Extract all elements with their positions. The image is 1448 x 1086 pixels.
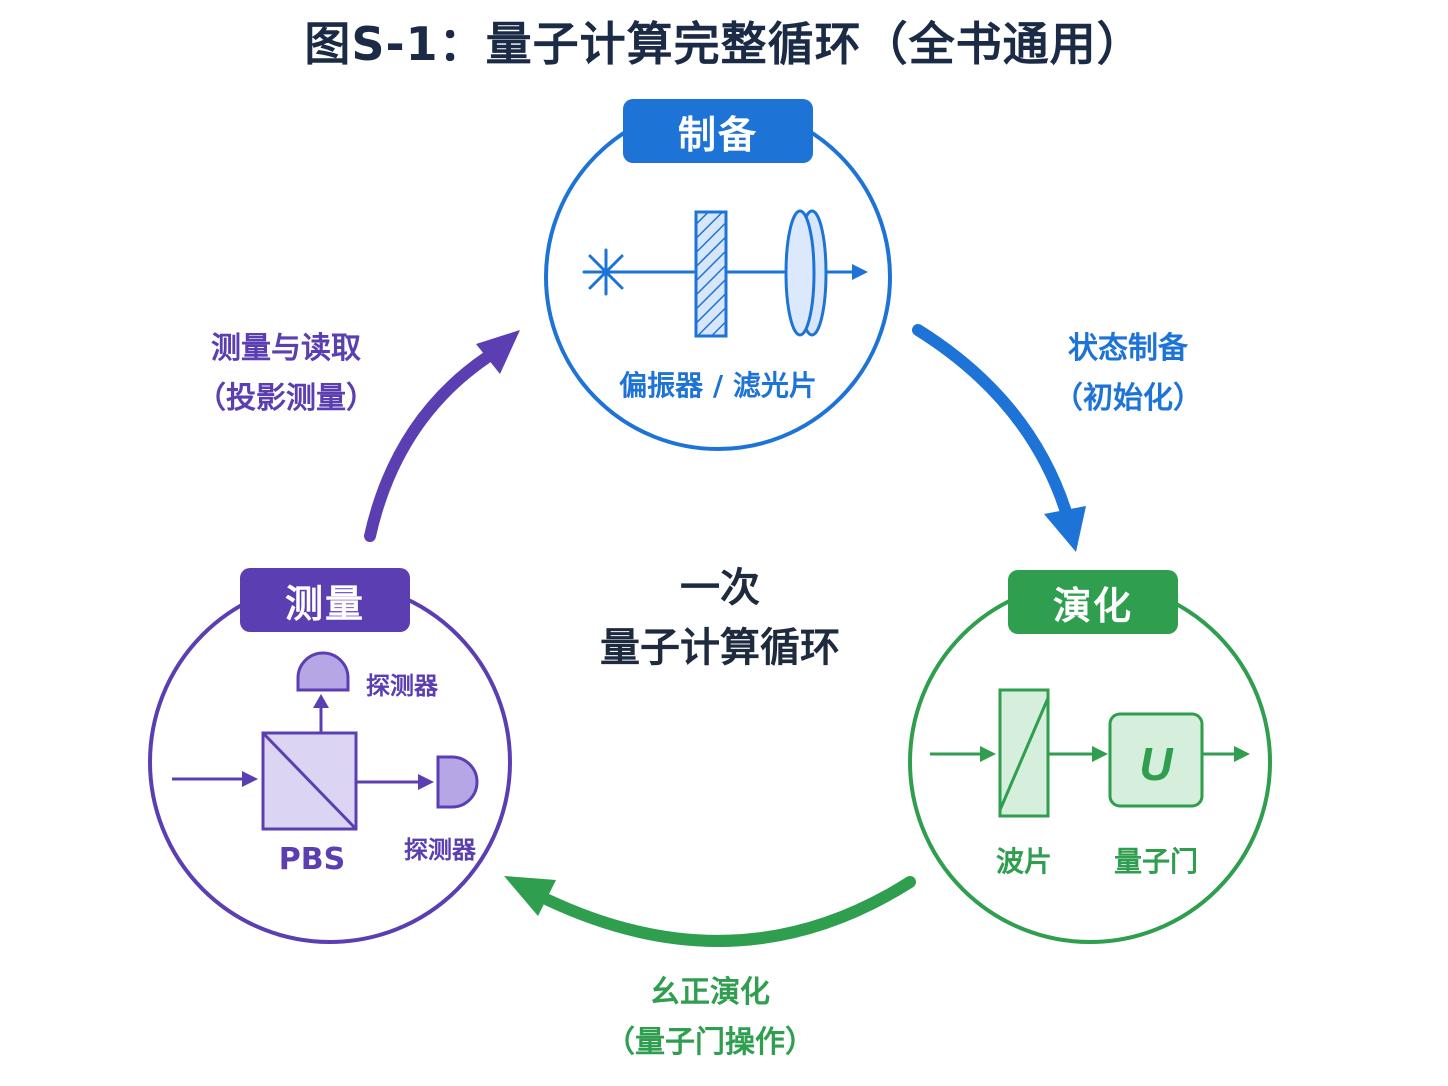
measure-to-prepare-label-line1: 测量与读取 [211,331,361,366]
evolve-beam-out-arrowhead [1234,746,1250,762]
measure-to-prepare-arrow [364,352,492,542]
evolve-to-measure-label-line1: 幺正演化 [650,975,770,1010]
measure-to-prepare-label: 测量与读取 （投影测量） [176,324,396,424]
measure-beam-right-arrowhead [418,774,434,790]
waveplate-icon [998,688,1050,818]
polarizer-icon [694,210,728,338]
center-label-line2: 量子计算循环 [600,625,840,671]
prepare-caption: 偏振器 / 滤光片 [619,369,817,402]
pbs-label: PBS [278,842,346,877]
light-source-icon [582,248,630,296]
measure-badge: 测量 [240,568,410,632]
evolve-to-measure-label-line2: （量子门操作） [605,1025,815,1060]
quantum-gate-label: 量子门 [1113,845,1198,878]
figure-title: 图S-1：量子计算完整循环（全书通用） [304,17,1144,71]
waveplate-label: 波片 [995,845,1052,878]
measure-to-prepare-arrowhead [476,330,520,374]
center-label-line1: 一次 [680,565,760,611]
evolve-to-measure-label: 幺正演化 （量子门操作） [580,968,840,1068]
prepare-badge: 制备 [623,99,813,163]
measure-beam-up-arrowhead [313,694,329,708]
evolve-to-measure-arrowhead [504,876,556,916]
evolve-beam-in-arrowhead [980,746,996,762]
detector-top-label: 探测器 [366,672,438,700]
prepare-to-evolve-arrow [912,324,1072,518]
evolve-circle [908,580,1272,944]
detector-top-icon [296,651,350,692]
prepare-beam-arrowhead [852,264,868,280]
prepare-to-evolve-label-line1: 状态制备 [1068,331,1188,366]
prepare-to-evolve-label-line2: （初始化） [1053,381,1203,416]
quantum-gate-symbol: U [1139,738,1174,790]
detector-right-icon [436,755,479,809]
measure-beam-in-arrowhead [242,771,258,787]
center-label: 一次 量子计算循环 [520,558,920,678]
prepare-to-evolve-label: 状态制备 （初始化） [1028,324,1228,424]
pbs-cube-icon [261,731,358,831]
lens-icon [784,209,828,337]
detector-right-label: 探测器 [404,836,476,864]
quantum-gate-box [1108,712,1204,808]
evolve-beam-mid-arrowhead [1092,746,1108,762]
evolve-badge: 演化 [1008,570,1178,634]
evolve-to-measure-arrow [542,876,916,947]
prepare-to-evolve-arrowhead [1044,506,1086,552]
measure-to-prepare-label-line2: （投影测量） [196,381,376,416]
